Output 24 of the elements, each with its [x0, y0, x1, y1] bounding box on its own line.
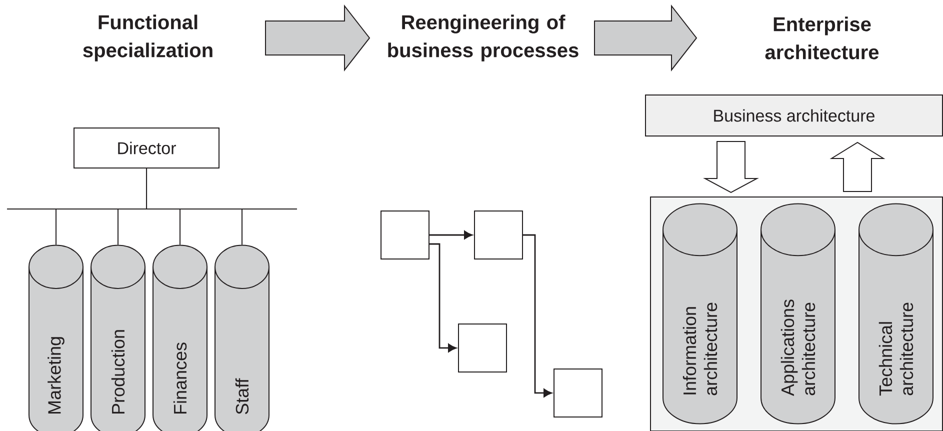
arrow: [430, 243, 456, 352]
connector-line: [146, 168, 242, 246]
arrow: [523, 234, 552, 398]
block-arrow: [703, 141, 759, 194]
box: Director: [74, 128, 220, 168]
process-box: [458, 324, 507, 372]
cylinder: Staff: [214, 244, 270, 431]
stage-heading: Reengineering of business processes: [388, 14, 578, 62]
box: Business architecture: [645, 94, 943, 136]
stage-heading: Functional specialization: [83, 14, 212, 62]
block-arrow: [265, 4, 370, 72]
cylinder: Production: [90, 244, 146, 431]
block-arrow: [594, 4, 698, 72]
process-box: [380, 210, 430, 260]
arrow: [430, 230, 472, 240]
block-arrow: [830, 142, 886, 192]
cylinder: Marketing: [28, 244, 84, 431]
process-box: [554, 368, 602, 418]
cylinder: Applications architecture: [760, 203, 836, 424]
cylinder: Technical architecture: [858, 203, 934, 424]
stage-heading: Enterprise architecture: [765, 16, 879, 60]
cylinder: Finances: [152, 244, 208, 431]
process-box: [474, 210, 523, 260]
cylinder: Information architecture: [662, 203, 738, 424]
